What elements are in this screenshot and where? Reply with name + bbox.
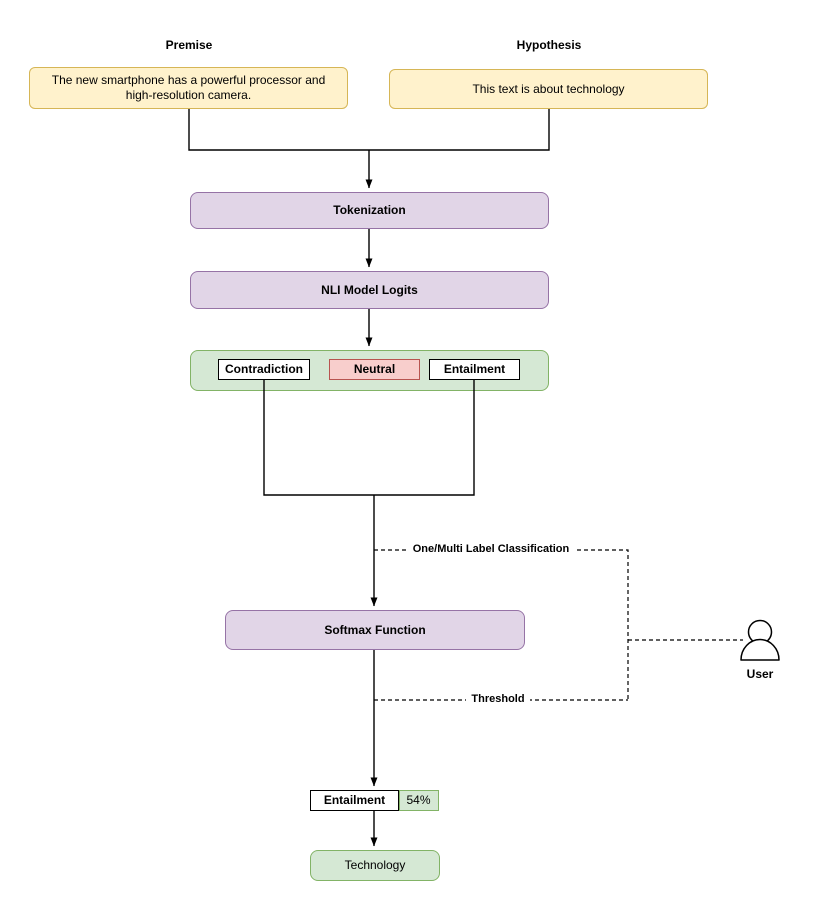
entailment-text: Entailment (443, 362, 506, 376)
nli-model-logits-node: NLI Model Logits (190, 271, 549, 309)
result-entailment-text: Entailment (323, 793, 386, 807)
classification-edge-label: One/Multi Label Classification (408, 543, 574, 555)
tokenization-node: Tokenization (190, 192, 549, 229)
premise-box: The new smartphone has a powerful proces… (29, 67, 348, 109)
user-icon (740, 619, 780, 661)
hypothesis-text: This text is about technology (472, 81, 625, 96)
technology-node: Technology (310, 850, 440, 881)
result-entailment-box: Entailment (310, 790, 399, 811)
result-score-text: 54% (406, 793, 431, 807)
tokenization-text: Tokenization (333, 203, 406, 217)
neutral-text: Neutral (353, 362, 396, 376)
entailment-chip: Entailment (429, 359, 520, 380)
neutral-chip: Neutral (329, 359, 420, 380)
connector-inputs-merge (188, 109, 550, 151)
softmax-text: Softmax Function (324, 622, 426, 637)
softmax-node: Softmax Function (225, 610, 525, 650)
user-label: User (746, 667, 774, 681)
hypothesis-label: Hypothesis (516, 38, 582, 52)
result-score-badge: 54% (398, 790, 439, 811)
contradiction-chip: Contradiction (218, 359, 310, 380)
connector-logits-merge (263, 380, 475, 496)
premise-label: Premise (165, 38, 213, 52)
threshold-edge-label: Threshold (466, 693, 530, 705)
technology-text: Technology (344, 858, 406, 872)
nli-model-logits-text: NLI Model Logits (321, 282, 418, 297)
hypothesis-box: This text is about technology (389, 69, 708, 109)
contradiction-text: Contradiction (225, 362, 303, 376)
premise-text: The new smartphone has a powerful proces… (51, 73, 326, 102)
